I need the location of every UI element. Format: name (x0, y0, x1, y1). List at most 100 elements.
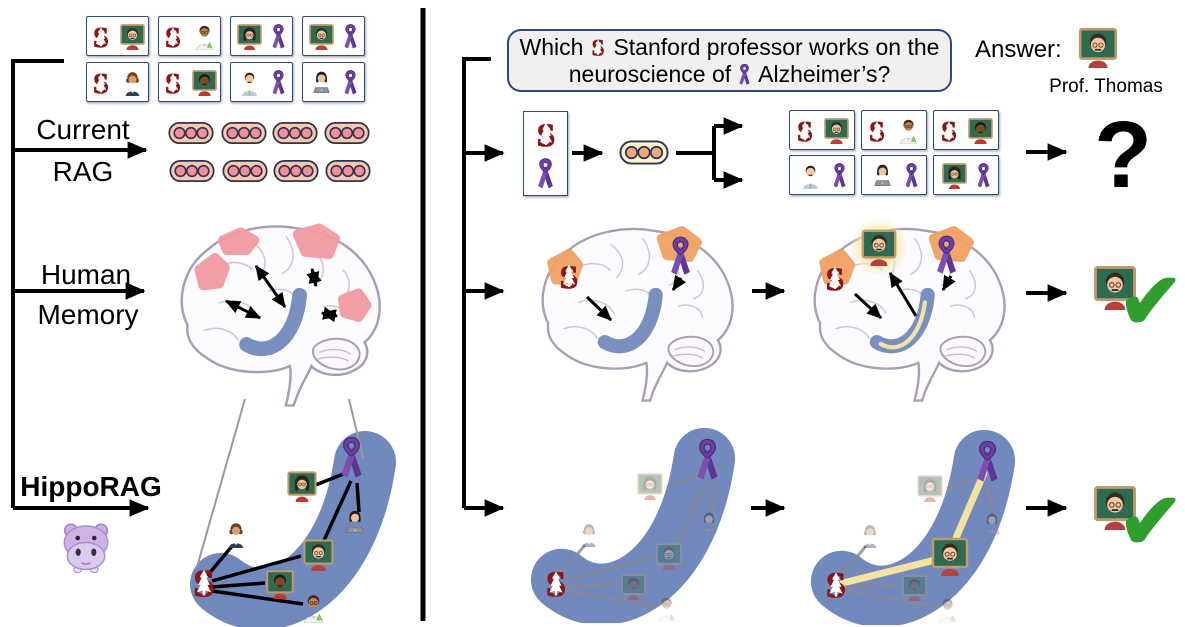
professor-woman-icon (236, 23, 263, 50)
memory-regions-pink (194, 223, 372, 322)
document-card (789, 155, 855, 195)
professor-woman-icon (286, 470, 318, 502)
professor-woman-icon (916, 474, 944, 502)
kg-node-technologist (979, 511, 1005, 537)
retrieved-documents (789, 110, 1001, 195)
embedding-capsule (222, 158, 268, 184)
query-card (523, 111, 568, 196)
document-card (158, 62, 221, 102)
correct-check-icon: ✔ (1118, 257, 1184, 345)
kg-node-office-woman (576, 521, 602, 547)
kg-node-professor-man (302, 538, 335, 571)
scientist-icon (934, 596, 961, 623)
office-man-icon (236, 69, 263, 96)
technologist-icon (869, 162, 896, 189)
professor-man-icon (860, 228, 898, 266)
kg-node-technologist (696, 510, 722, 536)
label-rag: RAG (52, 156, 114, 187)
kg-node-ribbon (973, 439, 1002, 484)
ribbon-icon (342, 69, 359, 96)
professor-dark-icon (265, 569, 295, 599)
corpus-documents (86, 16, 366, 102)
stanford-icon (90, 69, 112, 96)
query-embedding-capsule (618, 140, 670, 165)
ribbon-icon (973, 439, 1002, 484)
professor-dark-icon (620, 573, 647, 600)
kg-edges-before (557, 472, 715, 607)
stanford-icon (938, 117, 960, 144)
professor-man-icon (1077, 26, 1119, 68)
embedding-capsule (324, 120, 370, 146)
kg-node-ribbon (337, 435, 366, 480)
hippo-icon (56, 520, 116, 574)
ribbon-icon (737, 63, 752, 86)
question-text-1: Which (519, 33, 584, 60)
kg-node-stanford (189, 563, 219, 601)
professor-man-icon (655, 542, 683, 570)
question-box: Which Stanford professor works on the ne… (507, 29, 952, 92)
label-hipporag: HippoRAG (20, 471, 162, 502)
ribbon-icon (270, 69, 287, 96)
stanford-icon (189, 563, 219, 601)
professor-dark-icon (967, 117, 994, 144)
stanford-icon (162, 23, 184, 50)
professor-man-icon (930, 536, 970, 576)
document-card (933, 110, 999, 150)
professor-man-icon (823, 117, 850, 144)
stanford-icon (866, 117, 888, 144)
document-card (861, 110, 927, 150)
kg-node-professor-man (930, 536, 970, 576)
professor-man-icon (119, 23, 146, 50)
professor-man-icon (302, 538, 335, 571)
kg-node-scientist (298, 592, 329, 623)
stanford-icon (822, 261, 848, 294)
embedding-capsule (221, 120, 267, 146)
office-woman-icon (576, 521, 602, 547)
scientist-icon (895, 117, 922, 144)
embedding-capsule (273, 158, 319, 184)
answer-label: Answer: (975, 36, 1062, 63)
document-card (302, 62, 365, 102)
kg-node-stanford (542, 565, 570, 601)
kg-node-office-woman (857, 522, 883, 548)
technologist-icon (979, 511, 1005, 537)
scientist-icon (298, 592, 329, 623)
brain-human-memory (160, 205, 396, 419)
kg-node-professor-dark (901, 574, 928, 601)
technologist-icon (308, 69, 335, 96)
ribbon-icon (337, 435, 366, 480)
kg-node-technologist (341, 508, 369, 536)
ribbon-icon (693, 437, 722, 482)
ribbon-icon (933, 234, 960, 276)
document-card (86, 62, 149, 102)
document-card (158, 16, 221, 56)
ribbon-icon (535, 157, 556, 190)
question-text-4: Alzheimer’s? (758, 60, 891, 87)
kg-node-professor-woman (916, 474, 944, 502)
embedding-capsule (272, 120, 318, 146)
professor-dark-icon (901, 574, 928, 601)
stanford-icon (589, 36, 607, 58)
document-card (933, 155, 999, 195)
kg-node-office-woman (222, 520, 250, 548)
embedding-capsule (325, 158, 371, 184)
document-card (86, 16, 149, 56)
document-card (230, 62, 293, 102)
document-card (861, 155, 927, 195)
office-woman-icon (119, 69, 146, 96)
ribbon-icon (342, 23, 359, 50)
kg-node-stanford (822, 566, 850, 602)
question-text-2: Stanford professor works on the (613, 33, 940, 60)
scientist-icon (653, 595, 680, 622)
stanford-icon (542, 565, 570, 601)
ribbon-icon (903, 162, 920, 189)
ribbon-icon (831, 162, 848, 189)
kg-node-professor-woman (286, 470, 318, 502)
professor-woman-icon (941, 162, 968, 189)
hippocampus-highlight-path (878, 300, 928, 350)
scientist-icon (191, 23, 218, 50)
stanford-icon (90, 23, 112, 50)
document-card (230, 16, 293, 56)
kg-node-professor-woman (636, 472, 664, 500)
